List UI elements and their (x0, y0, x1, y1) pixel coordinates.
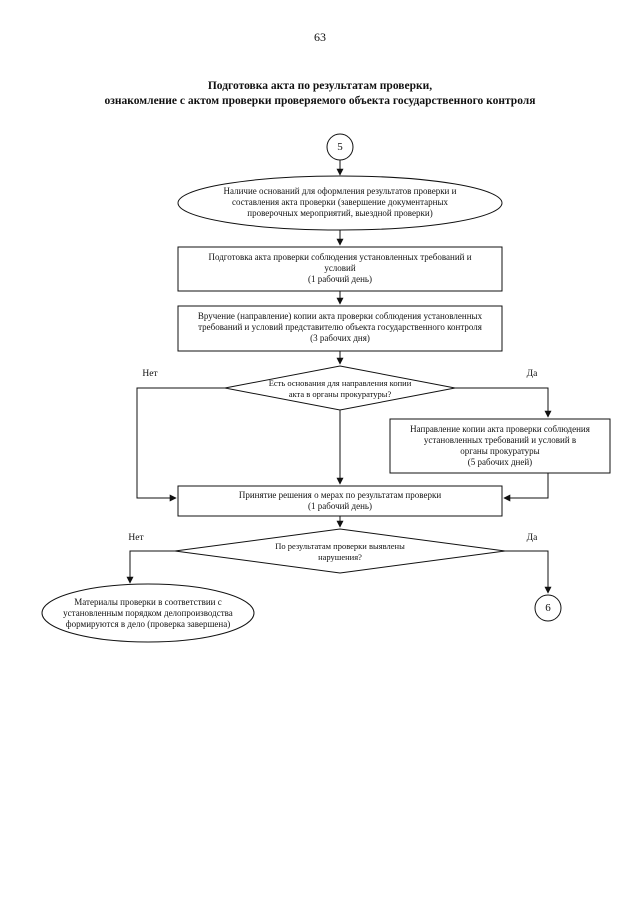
node-deliver-copy-label: Вручение (направление) копии акта провер… (197, 311, 483, 343)
decision2-no-label: Нет (128, 533, 144, 543)
node-send-prosecutor-shape (389, 418, 611, 474)
page-number: 63 (314, 30, 326, 44)
edge-prosecutor-to-measures (503, 473, 549, 502)
node-decision-prosecutor-label: Есть основания для направления копии акт… (268, 378, 412, 399)
decision2-yes-label: Да (526, 533, 538, 543)
edge-decision2-no (126, 550, 175, 584)
node-send-prosecutor-label: Направление копии акта проверки соблюден… (410, 424, 590, 467)
edge-decision2-yes (505, 550, 552, 594)
node-prepare-act-label: Подготовка акта проверки соблюдения уста… (208, 252, 472, 284)
connector-5-label: 5 (337, 141, 343, 153)
node-archive-shape (41, 583, 255, 643)
edge-decision1-yes (455, 387, 552, 418)
page-title-line2: ознакомление с актом проверки проверяемо… (104, 95, 536, 107)
page-title-line1: Подготовка акта по результатам проверки, (207, 80, 433, 92)
node-archive-label: Материалы проверки в соответствии с уста… (63, 597, 233, 629)
decision1-no-label: Нет (142, 369, 158, 379)
node-decision-violations-shape (174, 528, 506, 574)
node-decision-violations-label: По результатам проверки выявлены нарушен… (275, 541, 405, 562)
decision1-yes-label: Да (526, 369, 538, 379)
edge-decision1-no (136, 387, 225, 502)
node-take-measures-label: Принятие решения о мерах по результатам … (238, 490, 442, 511)
node-start-label: Наличие оснований для оформления результ… (223, 186, 457, 218)
connector-circle-6 (534, 594, 562, 622)
connector-6-label: 6 (545, 602, 551, 614)
